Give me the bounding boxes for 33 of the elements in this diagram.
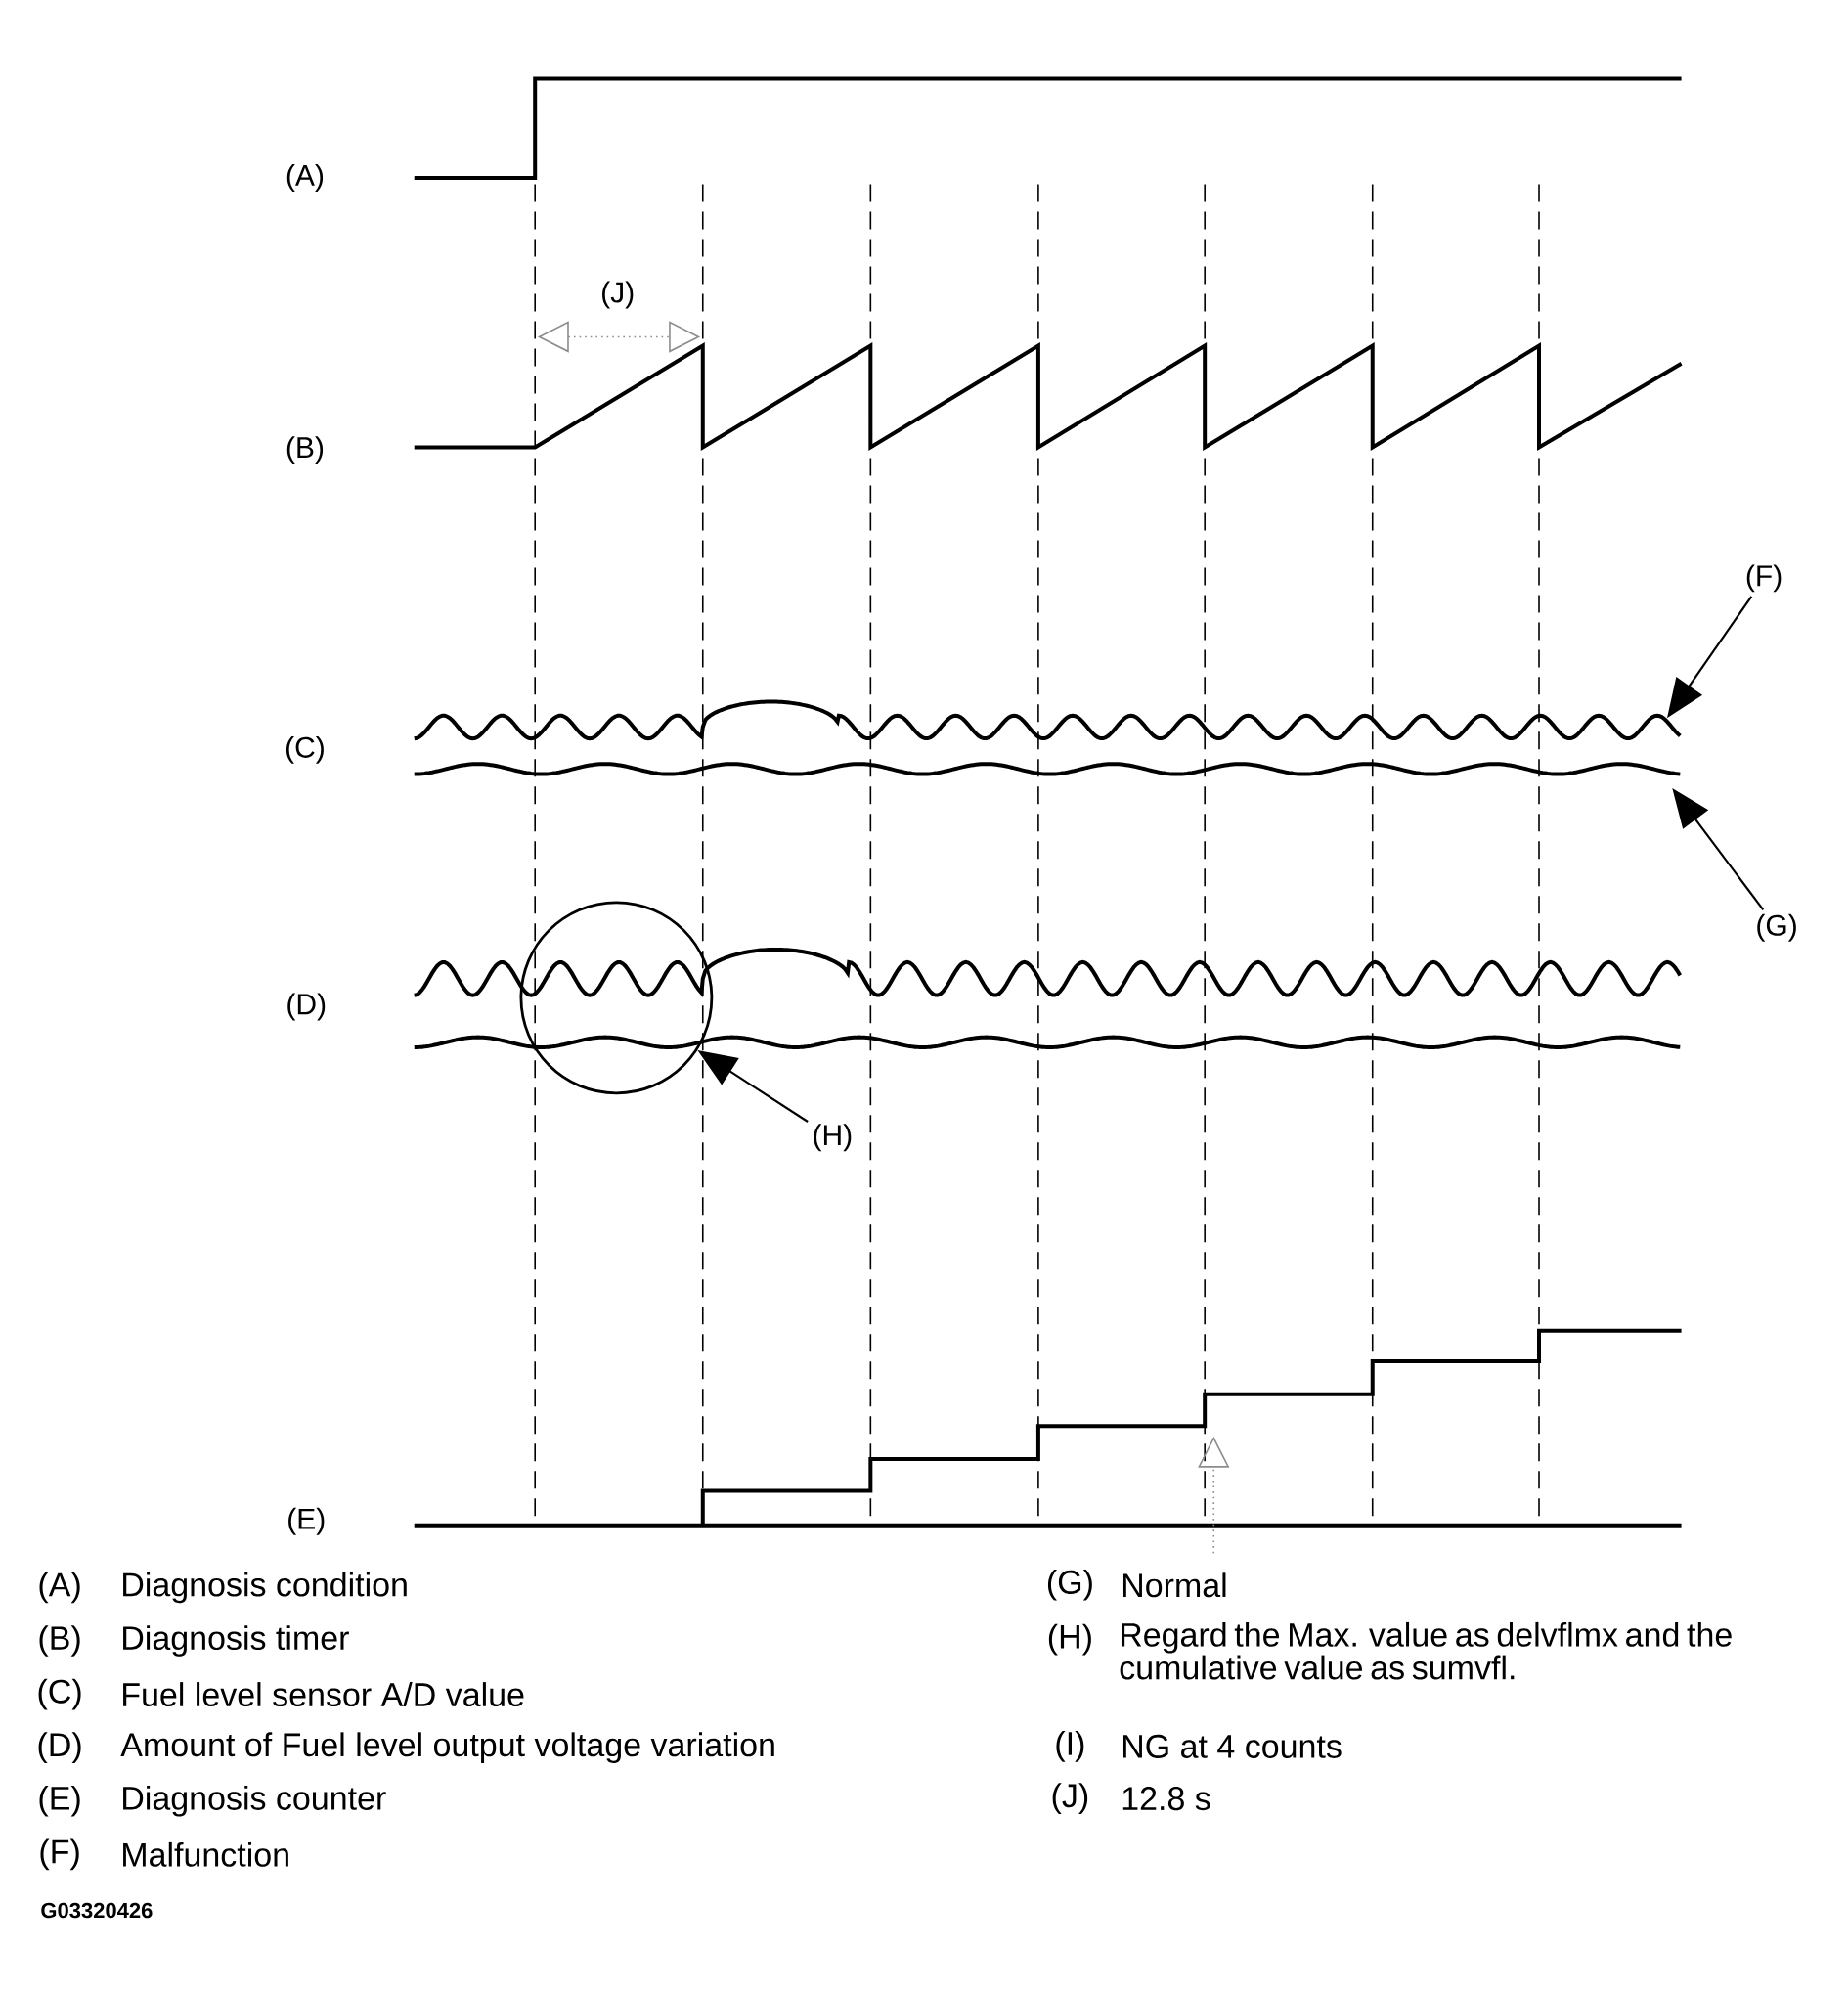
row-label: (C) [286,735,324,764]
legend-letter: (D) [38,1732,81,1763]
legend-text: Diagnosis condition [123,1572,407,1604]
legend-text: Amount of Fuel level output voltage variation [120,1732,774,1763]
legend-letter: (C) [38,1678,81,1710]
legend-letter: (B) [39,1625,80,1657]
highlight-circle [519,901,714,1095]
signal-waveform [413,699,1682,741]
row-label: (B) [286,436,324,465]
legend-letter: (F) [40,1838,79,1871]
legend-letter: (E) [39,1785,80,1817]
legend-text: Normal [1123,1572,1226,1598]
signal-waveform [414,762,1681,776]
legend-text: Malfunction [123,1841,288,1867]
legend-letter: (G) [1048,1570,1092,1601]
legend-letter: (H) [1049,1623,1091,1656]
callout-label: (G) [1757,913,1796,942]
callout-label: (H) [814,1124,852,1152]
legend-text: 12.8 s [1122,1787,1210,1811]
row-label: (D) [287,993,326,1021]
legend-letter: (J) [1052,1783,1088,1814]
legend-text: NG at 4 counts [1123,1734,1342,1758]
legend-text: Fuel level sensor A/D value [123,1682,524,1707]
legend-text: Diagnosis counter [123,1785,386,1817]
callout-label: (F) [1746,564,1782,593]
legend-letter: (A) [39,1572,80,1604]
dimension-label: (J) [602,281,634,309]
legend-text: Diagnosis timer [123,1625,349,1657]
legend-text: Regard the Max. value as delvflmx and the cumulative value as sumvfl. [1120,1621,1732,1680]
row-label: (E) [288,1507,325,1535]
legend-letter: (I) [1056,1731,1084,1762]
figure-number: G03320426 [41,1902,153,1919]
row-label: (A) [286,164,324,192]
